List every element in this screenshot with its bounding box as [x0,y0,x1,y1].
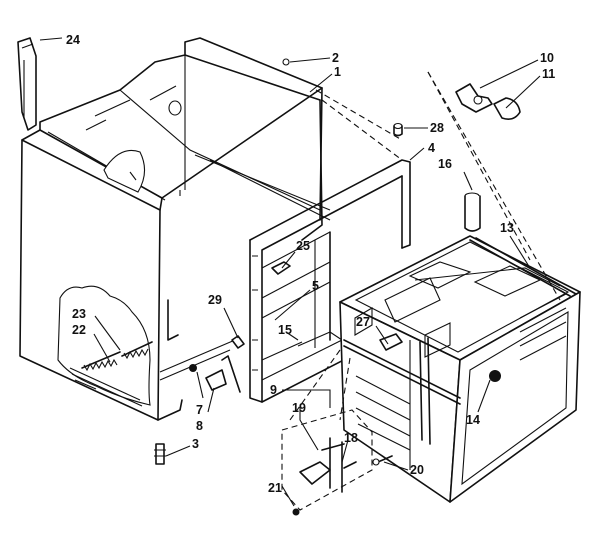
callout-5: 5 [312,279,319,293]
callout-24: 24 [66,33,80,47]
part-24-trim-strip [17,37,37,131]
callout-18: 18 [344,431,358,445]
callout-15: 15 [278,323,292,337]
callout-8: 8 [196,419,203,433]
alignment-lines [289,71,561,421]
callout-9: 9 [270,383,277,397]
callout-22: 22 [72,323,86,337]
callout-3: 3 [192,437,199,451]
callout-14: 14 [466,413,480,427]
part-4-front-frame [249,159,411,403]
callout-1: 1 [334,65,341,79]
callout-16: 16 [438,157,452,171]
callout-21: 21 [268,481,282,495]
callout-7: 7 [196,403,203,417]
hinge-kit-enclosure [281,409,373,511]
callout-20: 20 [410,463,424,477]
callout-10: 10 [540,51,554,65]
callout-25: 25 [296,239,310,253]
callout-19: 19 [292,401,306,415]
callout-labels: 24 2 1 10 11 28 4 16 13 25 5 29 15 27 23… [66,33,555,495]
part-28-grommet [393,122,403,137]
parts-10-11-light-assembly [455,83,521,120]
callout-4: 4 [428,141,435,155]
part-1-cabinet-body [19,37,331,421]
callout-27: 27 [356,315,370,329]
callout-29: 29 [208,293,222,307]
callout-28: 28 [430,121,444,135]
callout-11: 11 [542,67,555,81]
part-16-socket [464,192,481,232]
callout-2: 2 [332,51,339,65]
part-9-oven-liner [339,235,581,503]
parts-22-23-springs [81,341,153,372]
leader-lines [39,37,541,507]
callout-23: 23 [72,307,86,321]
callout-13: 13 [500,221,514,235]
hardware-items [154,58,403,516]
